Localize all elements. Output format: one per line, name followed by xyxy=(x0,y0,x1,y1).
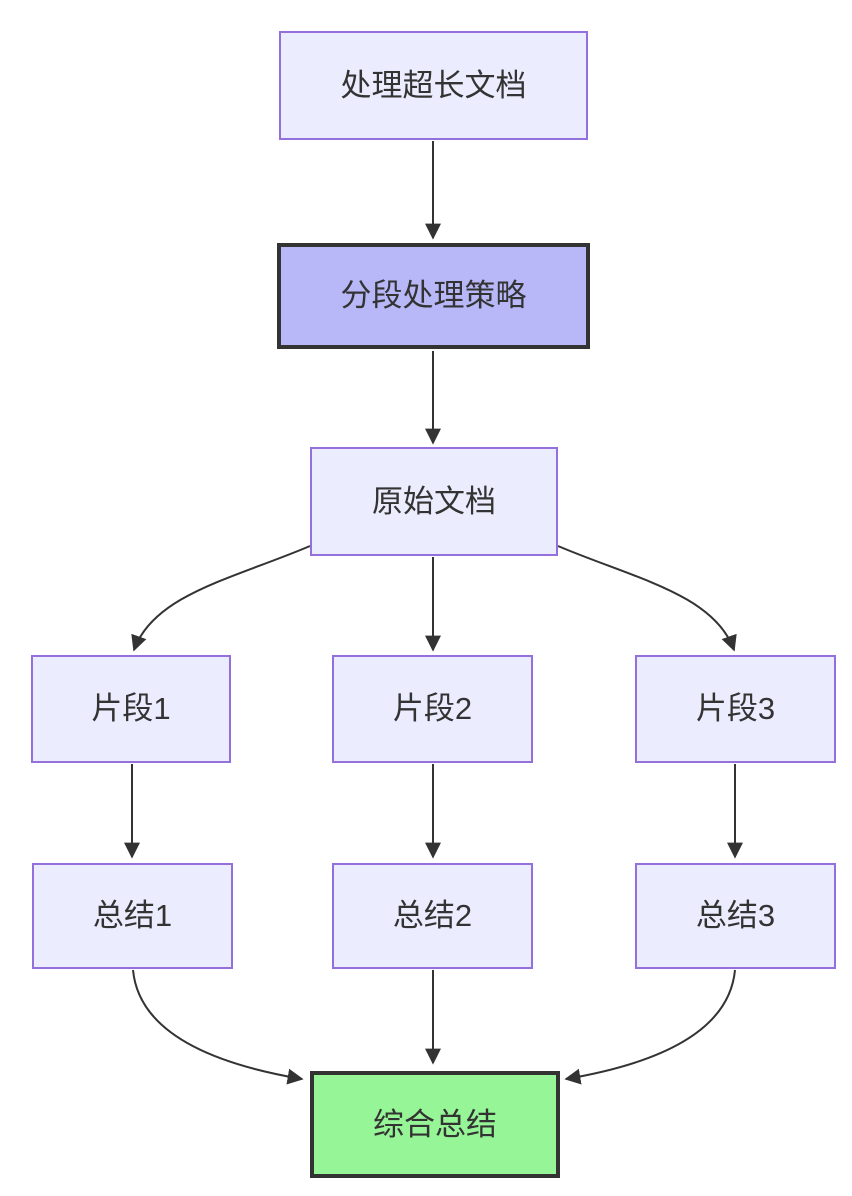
node-original-doc: 原始文档 xyxy=(310,447,558,556)
edge-summary3-final xyxy=(564,969,736,1085)
edge-summary1-final xyxy=(132,969,304,1085)
node-fragment-2: 片段2 xyxy=(332,655,533,763)
node-start: 处理超长文档 xyxy=(279,31,588,140)
node-summary-2: 总结2 xyxy=(332,863,533,969)
node-fragment-1: 片段1 xyxy=(31,655,231,763)
node-summary-3: 总结3 xyxy=(635,863,836,969)
node-final-summary: 综合总结 xyxy=(310,1071,560,1178)
node-summary-1: 总结1 xyxy=(32,863,233,969)
edge-original-fragment1 xyxy=(131,545,311,652)
edge-original-fragment3 xyxy=(557,545,737,652)
node-fragment-3: 片段3 xyxy=(635,655,836,763)
node-strategy: 分段处理策略 xyxy=(277,243,590,349)
